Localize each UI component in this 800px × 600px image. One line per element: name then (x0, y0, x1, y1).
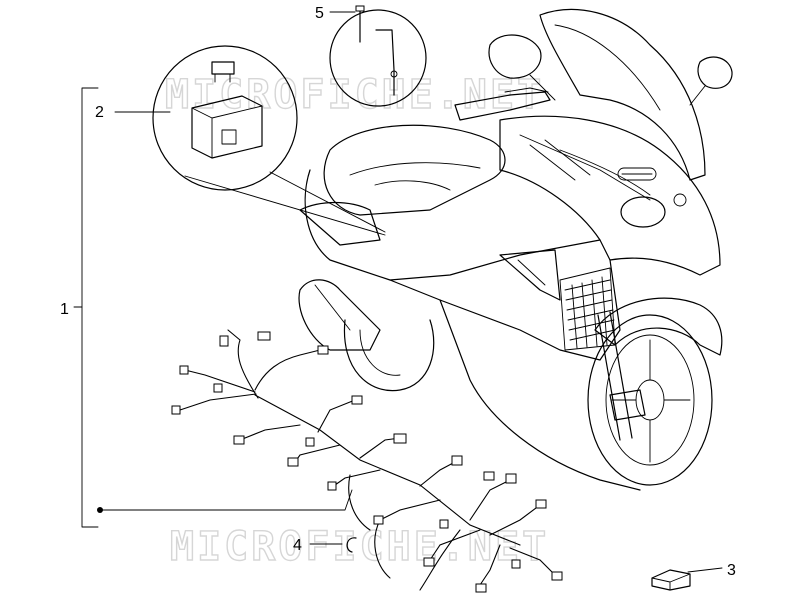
left-mirror (488, 34, 542, 79)
clamp-icon (651, 569, 691, 591)
detail-circle-5 (329, 5, 427, 107)
seat (323, 124, 506, 216)
clip-icon (346, 537, 357, 553)
callout-1: 1 (60, 301, 69, 318)
rear-wheel (343, 319, 435, 392)
right-mirror (697, 56, 733, 89)
detail-circle-2 (152, 45, 386, 236)
relay-module-icon (191, 95, 263, 159)
callout-5: 5 (315, 5, 324, 22)
scooter-illustration (298, 8, 733, 491)
watermark-top: MICROFICHE.NET (165, 72, 544, 118)
handlebar (454, 91, 551, 121)
callout-lines (73, 11, 723, 573)
callout-3: 3 (727, 562, 736, 579)
watermark-bottom: MICROFICHE.NET (170, 524, 549, 570)
front-wheel (587, 314, 713, 486)
callout-4: 4 (293, 537, 302, 554)
callout-2: 2 (95, 104, 104, 121)
fuse-icon (211, 61, 235, 75)
sensor-wire-icon (375, 29, 395, 96)
engine (298, 279, 381, 351)
wiring-harness (171, 329, 563, 593)
